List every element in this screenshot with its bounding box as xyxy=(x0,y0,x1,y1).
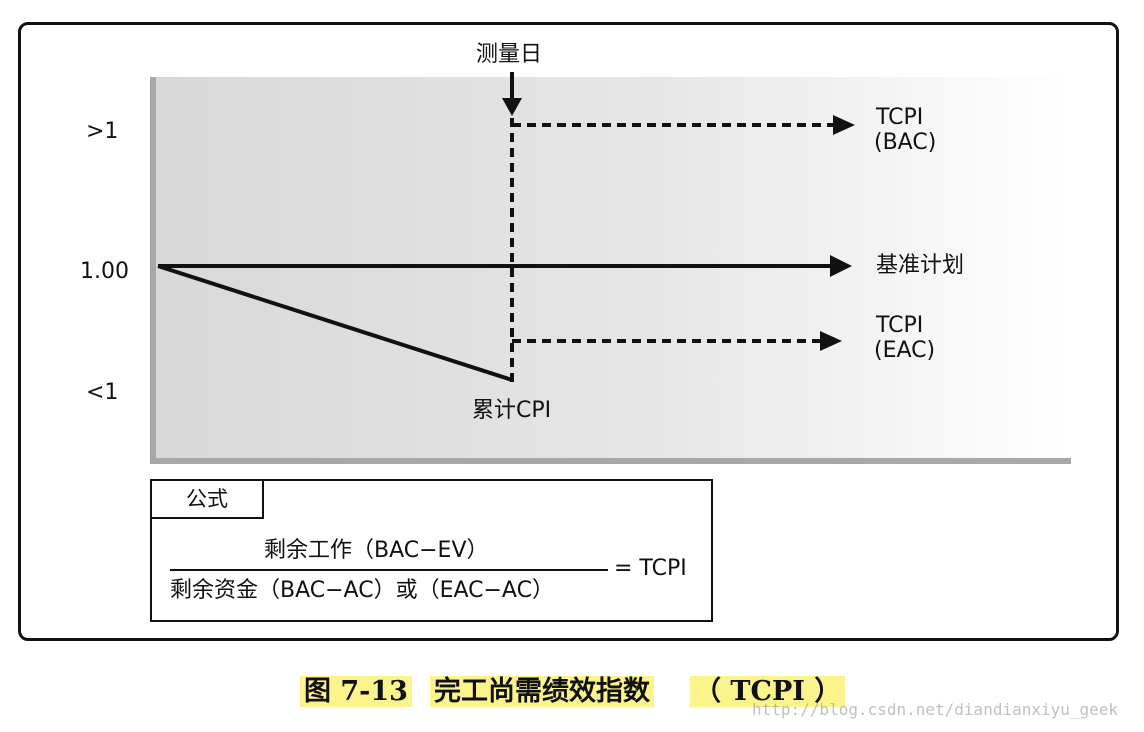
y-axis xyxy=(150,77,156,464)
formula-fraction-bar xyxy=(170,569,608,571)
tcpi-bac-arrowhead xyxy=(833,115,855,135)
tcpi-bac-label-line1: TCPI xyxy=(876,105,924,130)
watermark: http://blog.csdn.net/diandianxiyu_geek xyxy=(752,700,1119,719)
figure-abbr: （ TCPI ） xyxy=(690,672,846,712)
formula-numerator: 剩余工作（BAC−EV） xyxy=(264,538,489,563)
formula-tab: 公式 xyxy=(150,479,264,519)
cumulative-cpi-line xyxy=(157,264,513,382)
tcpi-eac-label-line2: (EAC) xyxy=(874,338,936,363)
cumulative-cpi-label: 累计CPI xyxy=(472,398,552,423)
tcpi-bac-label-line2: (BAC) xyxy=(874,130,937,155)
measurement-date-arrowhead xyxy=(502,98,522,116)
figure-title: 完工尚需绩效指数 xyxy=(430,672,654,712)
figure-number: 图 7-13 xyxy=(300,672,412,712)
formula-result: = TCPI xyxy=(614,556,687,581)
baseline-arrowhead xyxy=(830,255,852,277)
figure-number-text: 图 7-13 xyxy=(300,676,412,707)
formula-denominator: 剩余资金（BAC−AC）或（EAC−AC） xyxy=(170,578,554,603)
baseline-label: 基准计划 xyxy=(876,253,965,278)
figure-title-text: 完工尚需绩效指数 xyxy=(430,676,654,707)
formula-box: 公式 剩余工作（BAC−EV） 剩余资金（BAC−AC）或（EAC−AC） = … xyxy=(150,479,713,622)
x-axis xyxy=(150,458,1071,464)
figure-abbr-text: （ TCPI ） xyxy=(690,676,846,707)
tcpi-eac-label-line1: TCPI xyxy=(876,313,924,338)
measurement-date-label: 测量日 xyxy=(476,42,543,67)
y-tick-greater-than-one: >1 xyxy=(86,119,119,144)
y-tick-one: 1.00 xyxy=(80,259,129,284)
tcpi-eac-arrowhead xyxy=(820,331,842,351)
plot-area xyxy=(155,77,1070,461)
y-tick-less-than-one: <1 xyxy=(86,380,119,405)
